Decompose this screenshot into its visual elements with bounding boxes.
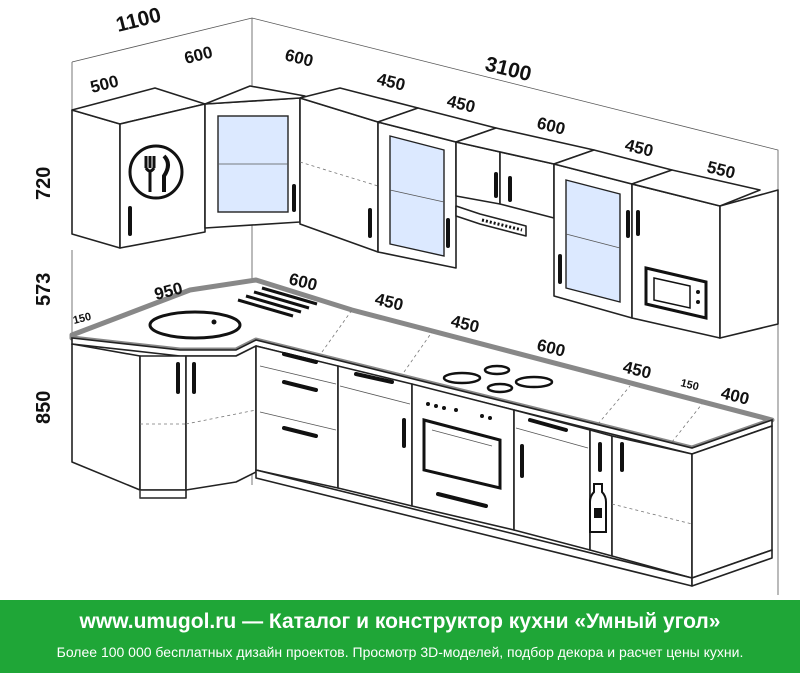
oven-icon — [422, 402, 502, 508]
base-drawer-unit-600 — [255, 345, 339, 489]
upper-cabinet-over-hood-a — [455, 141, 501, 205]
dim-upper-600-c: 600 — [535, 113, 567, 138]
dim-upper-600-b: 600 — [283, 45, 315, 70]
hood-vent-icon — [481, 218, 523, 232]
fork-icon — [144, 156, 156, 192]
dim-height-573: 573 — [33, 273, 55, 306]
dim-height-850: 850 — [33, 391, 55, 424]
base-cabinets — [71, 343, 773, 587]
upper-cabinets — [71, 85, 779, 339]
dim-base-450-b: 450 — [449, 311, 481, 336]
cutlery-icon — [128, 144, 184, 200]
base-cabinet-450-a — [337, 365, 413, 507]
dim-upper-450-b: 450 — [445, 91, 477, 116]
upper-cabinet-end — [719, 189, 779, 339]
dim-upper-450-a: 450 — [375, 69, 407, 94]
sink-icon — [148, 310, 242, 340]
drainboard-icon — [237, 286, 318, 318]
dim-upper-500: 500 — [88, 72, 120, 97]
microwave-window — [653, 277, 691, 309]
cooktop-icon — [442, 364, 554, 394]
countertop — [69, 277, 775, 455]
dimension-labels: 1100 3100 500 600 600 450 450 600 450 55… — [33, 4, 751, 424]
base-corner-right — [185, 345, 257, 491]
dim-height-720: 720 — [33, 167, 55, 200]
upper-microwave-top — [631, 169, 761, 207]
dim-upper-450-c: 450 — [623, 135, 655, 160]
dim-base-150-left: 150 — [72, 311, 93, 327]
base-cabinet-left-side — [71, 343, 141, 491]
dim-top-total-right: 3100 — [483, 53, 534, 87]
footer-banner: www.umugol.ru — Каталог и конструктор ку… — [0, 600, 800, 673]
dim-base-150-right: 150 — [679, 377, 700, 393]
kitchen-diagram: 1100 3100 500 600 600 450 450 600 450 55… — [33, 4, 779, 595]
dim-base-450-a: 450 — [373, 289, 405, 314]
knife-icon — [162, 154, 170, 192]
banner-title[interactable]: www.umugol.ru — Каталог и конструктор ку… — [79, 610, 721, 633]
dim-base-450-c: 450 — [621, 357, 653, 382]
upper-cabinet-600 — [299, 97, 379, 253]
banner-subtitle: Более 100 000 бесплатных дизайн проектов… — [56, 644, 744, 660]
dim-upper-600-a: 600 — [182, 43, 214, 68]
upper-cabinet-left-side — [71, 109, 121, 249]
dim-top-total-left: 1100 — [114, 4, 164, 37]
